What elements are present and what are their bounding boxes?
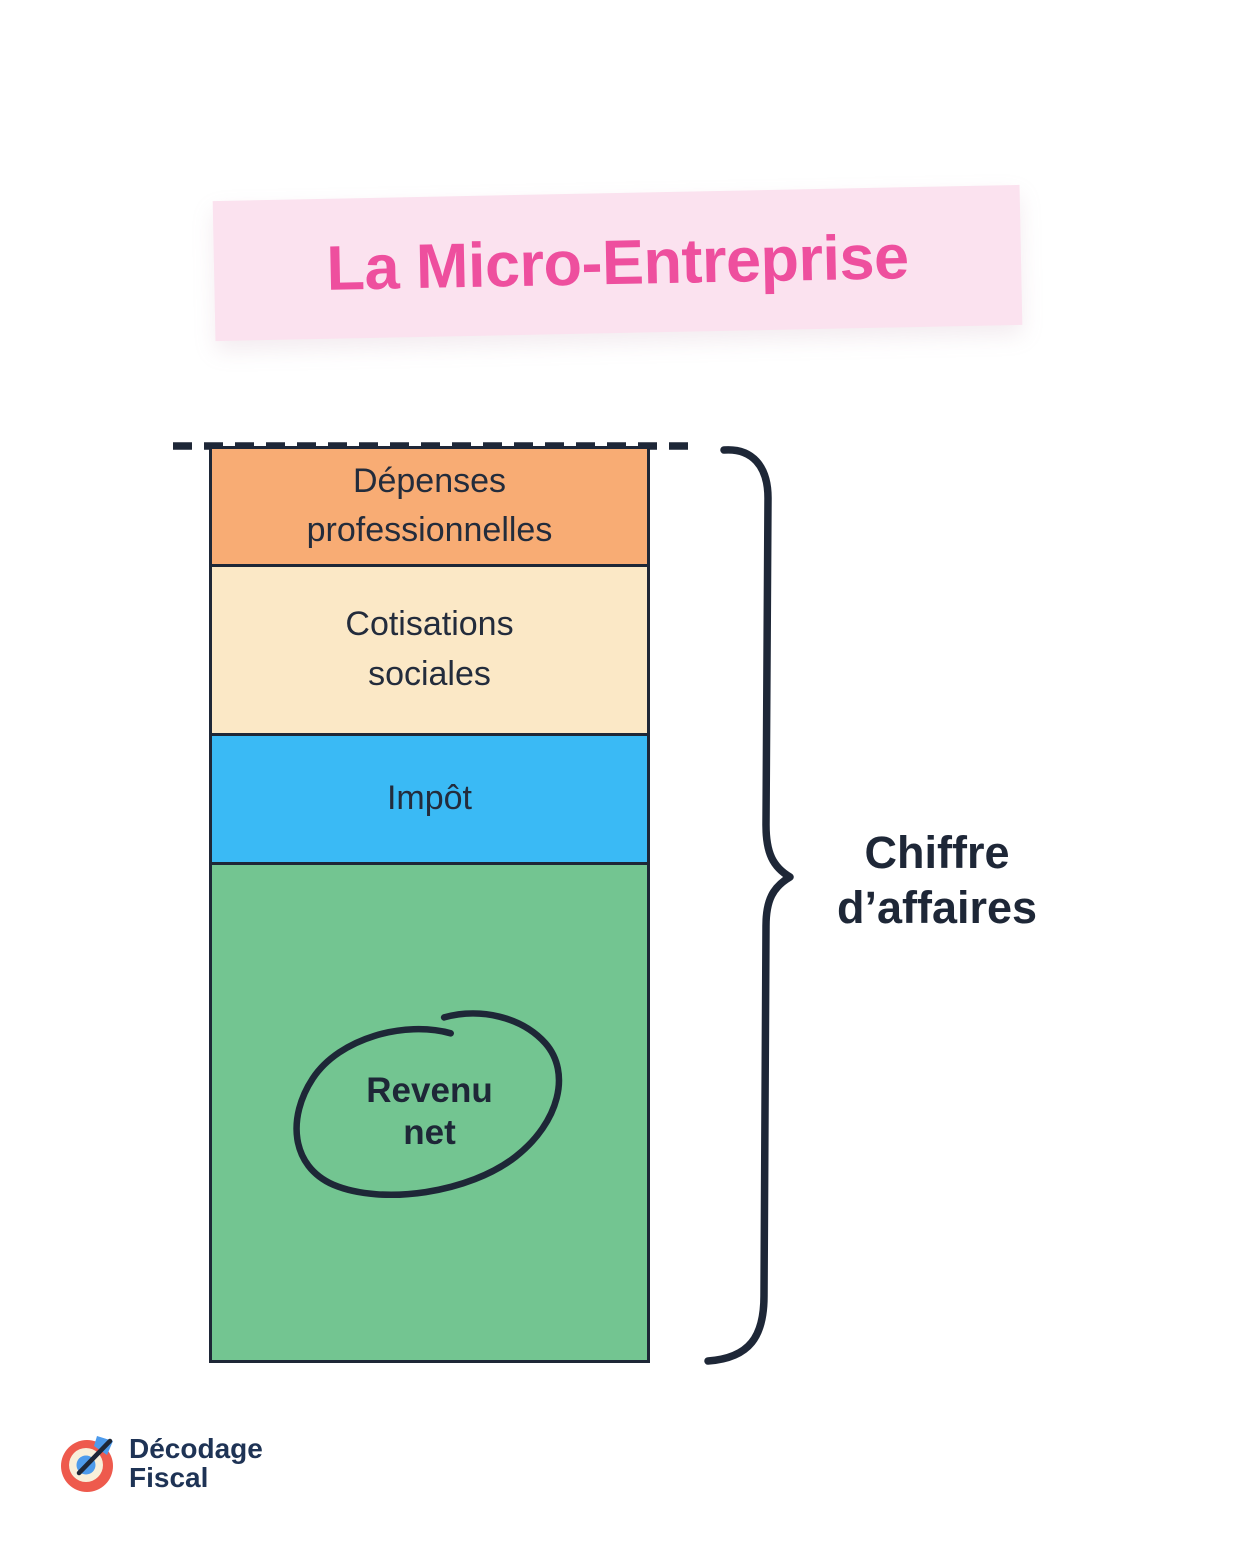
segment-label: Revenu net: [366, 1071, 493, 1153]
bracket-label: Chiffre d’affaires: [836, 827, 1038, 933]
revenu-net-annotation: Revenu net: [293, 1010, 562, 1199]
segment-depenses-professionnelles: Dépenses professionnelles: [212, 449, 647, 564]
segment-label: Dépenses professionnelles: [306, 461, 553, 550]
page-title: La Micro-Entreprise: [325, 222, 910, 304]
segment-cotisations-sociales: Cotisations sociales: [212, 563, 647, 733]
title-banner: La Micro-Entreprise: [212, 184, 1023, 342]
segment-impot: Impôt: [212, 732, 647, 862]
segment-label: Cotisations sociales: [345, 605, 514, 693]
decodage-fiscal-logo: Décodage Fiscal: [60, 1431, 263, 1495]
target-dart-icon: [61, 1436, 113, 1492]
segment-label: Impôt: [386, 779, 473, 817]
logo-text: Décodage Fiscal: [129, 1432, 263, 1493]
hand-drawn-circle-icon: [293, 1010, 562, 1199]
curly-brace-icon: [704, 446, 794, 1365]
stacked-bar: Dépenses professionnelles Cotisations so…: [209, 446, 650, 1363]
segment-revenu-net: Revenu net: [212, 861, 647, 1360]
